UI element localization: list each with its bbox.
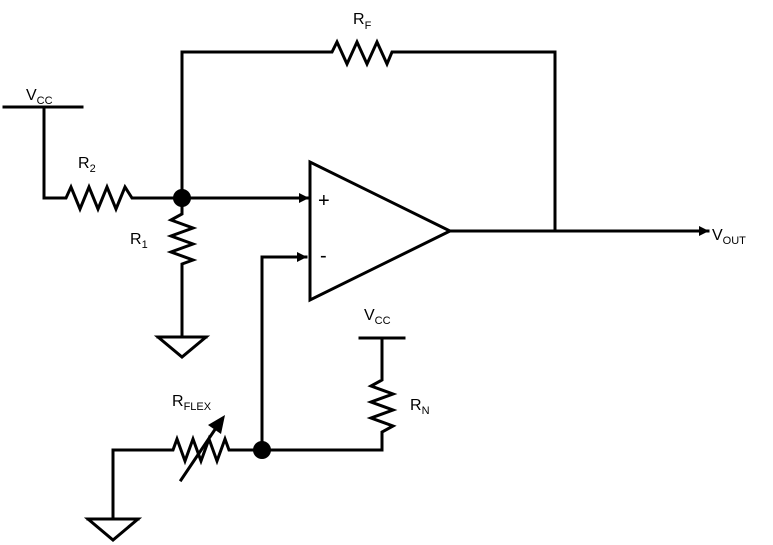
ground-symbol-1 [153,335,211,359]
label-rf: RF [353,11,372,32]
resistor-rflex [168,434,234,466]
op-amp-plus-sign: + [318,190,330,212]
resistor-rf [322,38,398,68]
label-r1: R1 [130,231,148,251]
variable-resistor-arrow-icon [178,415,225,483]
label-vcc-right: VCC [364,307,391,327]
resistor-r2 [60,183,140,213]
resistor-r1 [166,210,198,270]
label-r2: R2 [78,155,96,175]
label-rflex: RFLEX [172,393,212,413]
op-amp-triangle [308,159,454,303]
feedback-wire [180,50,557,233]
label-rn: RN [410,397,430,417]
rn-bottom-wire [260,434,384,452]
resistor-rn [366,376,398,436]
vcc-wire-left [42,105,62,200]
op-amp-minus-sign: - [320,245,327,267]
ground-symbol-2 [83,517,143,542]
minus-input-wire [260,252,308,452]
label-vcc-left: VCC [26,87,53,107]
label-vout: VOUT [712,227,746,247]
rflex-left-wire [111,448,170,520]
